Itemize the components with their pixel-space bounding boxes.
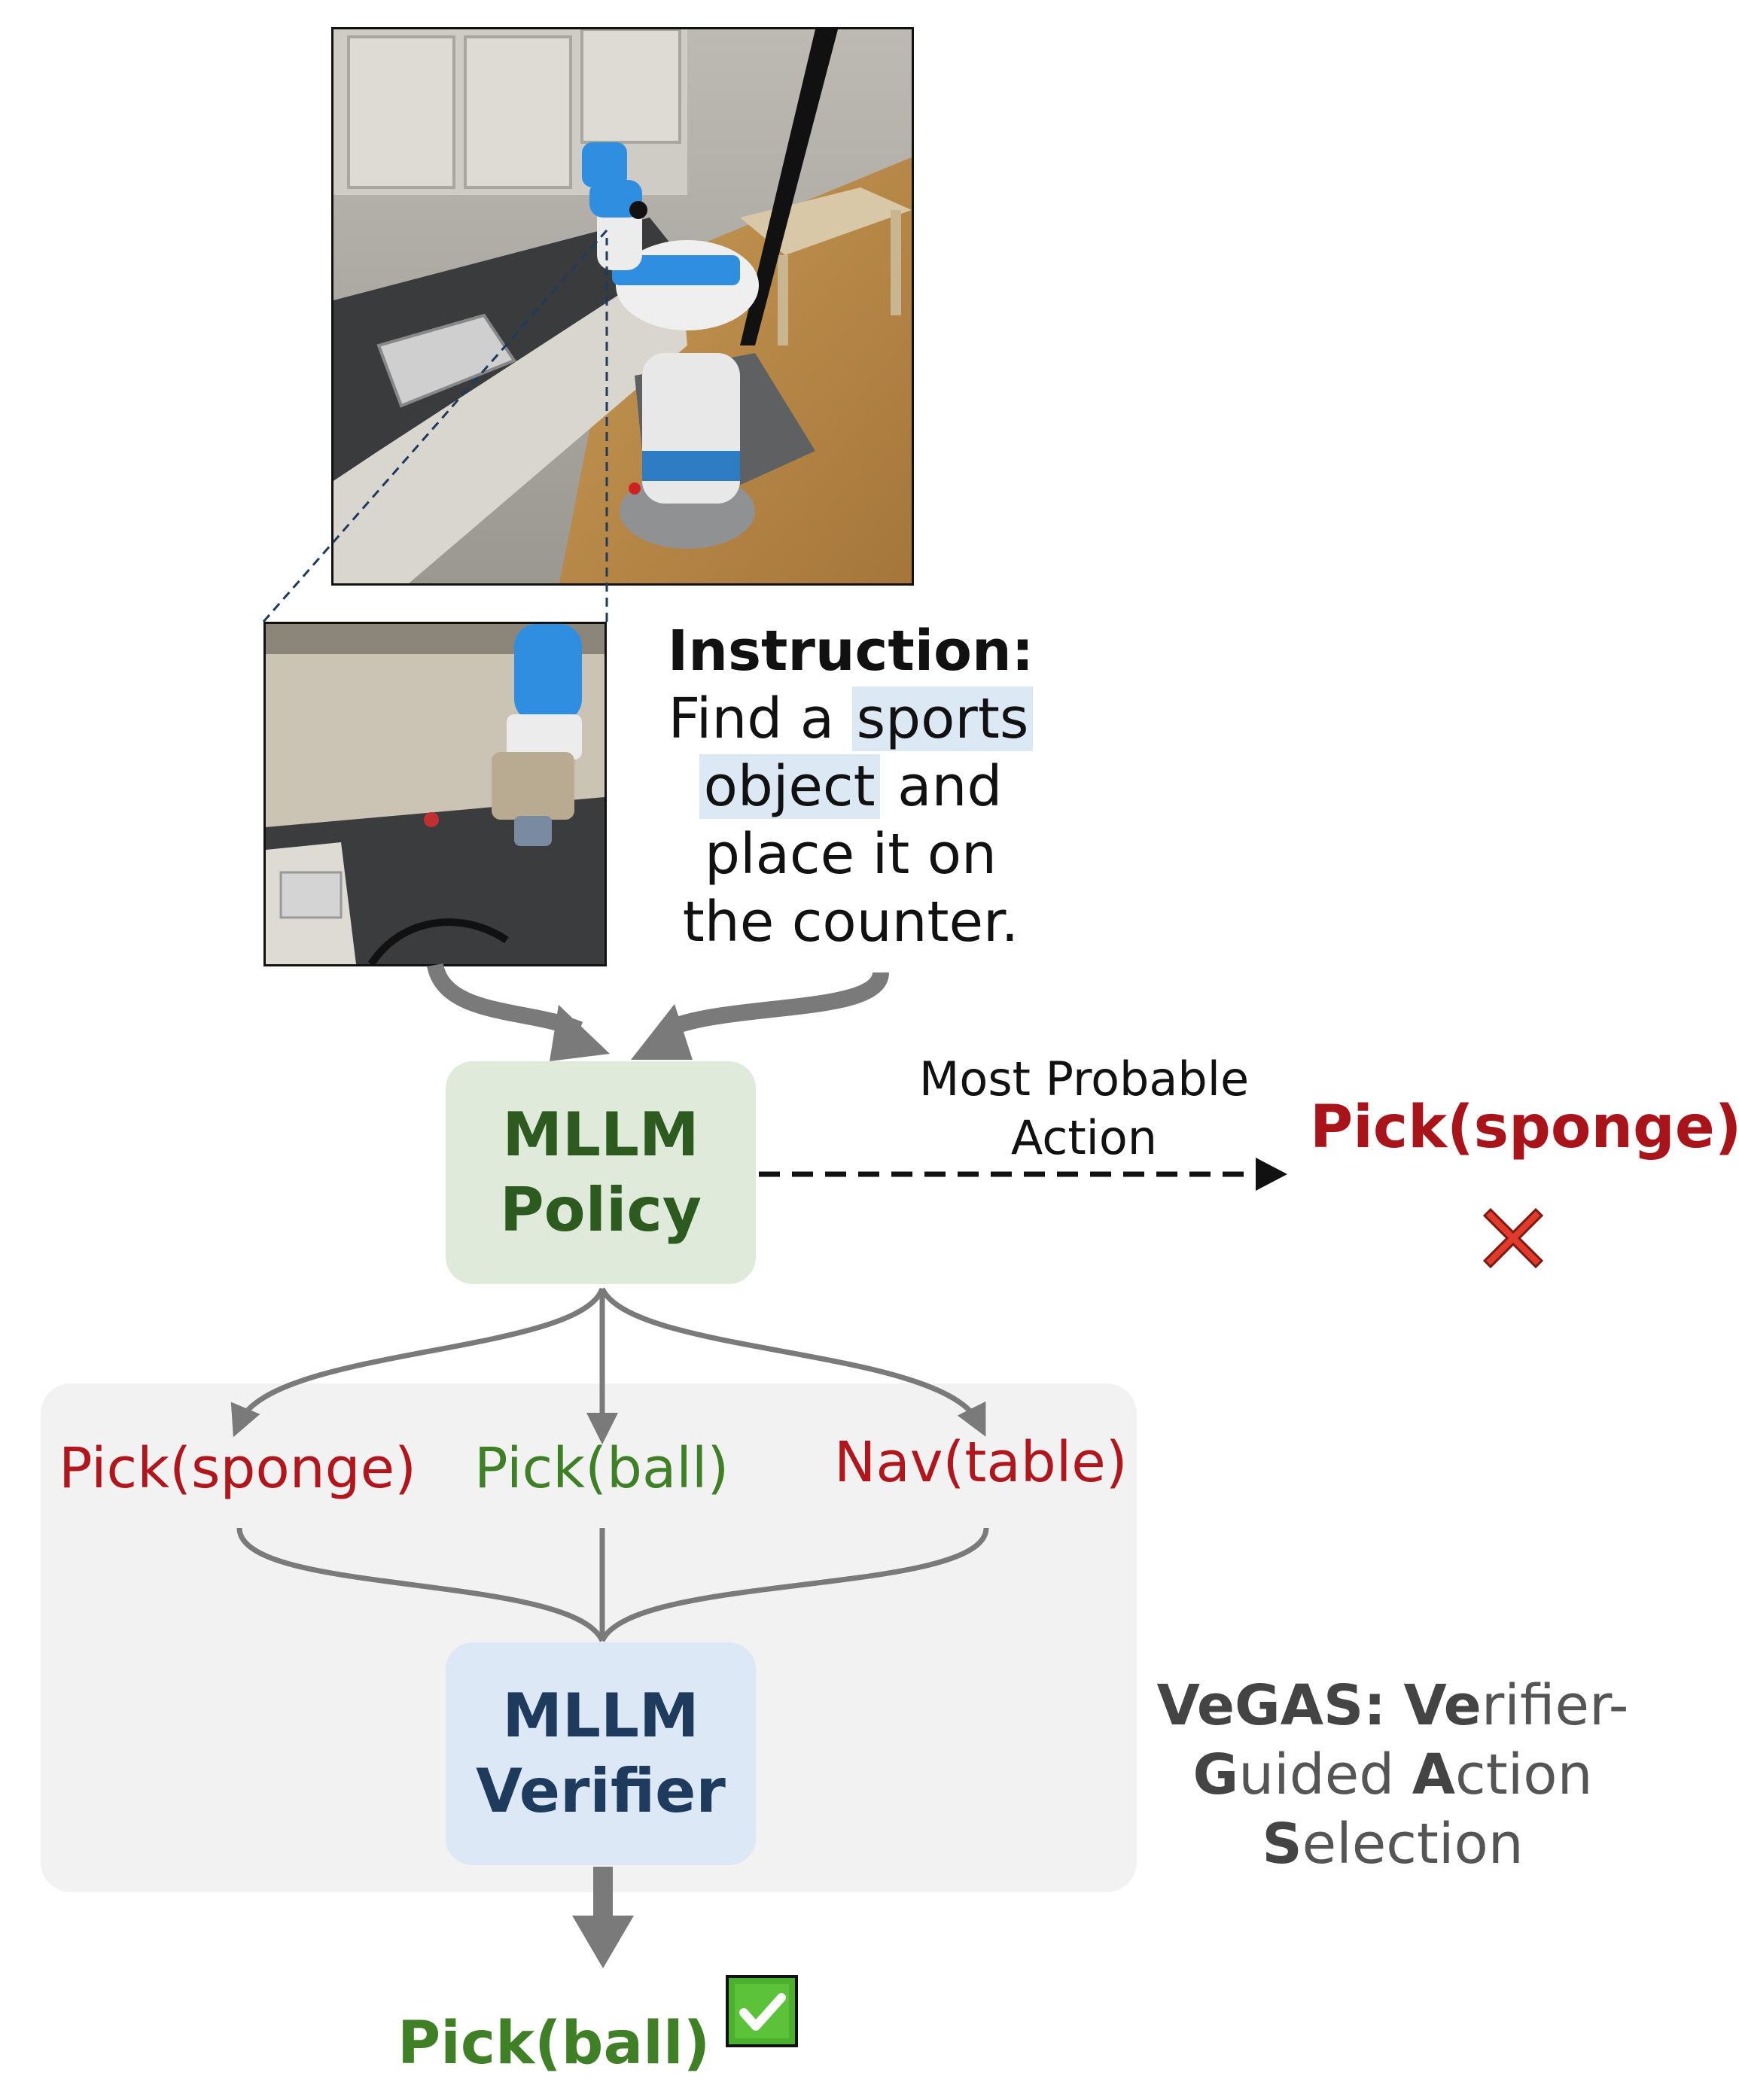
instruction-line-2: object and [632, 753, 1069, 820]
mllm-verifier-box: MLLM Verifier [446, 1642, 756, 1865]
instruction-header: Instruction: [667, 619, 1034, 683]
final-output-label: Pick(ball) [397, 2010, 711, 2077]
scene-illustration [333, 29, 912, 583]
gripper-camera-image [263, 622, 607, 966]
vegas-caption: VeGAS: Verifier- Guided Action Selection [1156, 1673, 1629, 1876]
image-arrowhead [550, 1005, 610, 1061]
correct-check-icon [726, 1975, 798, 2047]
highlight-object: object [699, 754, 880, 819]
policy-to-candidate-1 [230, 1287, 605, 1438]
candidate-pick-ball: Pick(ball) [474, 1436, 729, 1501]
instruction-line-1: Find a sports [632, 685, 1069, 753]
verifier-to-output-arrowhead [572, 1916, 634, 1968]
instruction-to-policy-arrow [659, 970, 889, 1039]
instruction-line-3: place it on [705, 822, 997, 887]
zoom-guide-left [262, 230, 608, 622]
most-probable-arrowhead [1256, 1158, 1287, 1191]
highlight-sports: sports [851, 686, 1034, 751]
wrong-x-icon [1482, 1207, 1544, 1269]
verifier-to-output-shaft [593, 1867, 613, 1919]
gripper-illustration [266, 624, 605, 964]
instruction-arrowhead [631, 1004, 693, 1060]
mllm-policy-box: MLLM Policy [446, 1061, 756, 1284]
candidate-pick-sponge: Pick(sponge) [59, 1436, 417, 1501]
instruction-text: Instruction: Find a sports object and pl… [632, 617, 1069, 956]
policy-output-label: Pick(sponge) [1310, 1094, 1739, 1161]
most-probable-label: Most Probable Action [918, 1052, 1250, 1165]
scene-image [331, 27, 914, 586]
policy-to-candidate-3 [599, 1287, 986, 1437]
instruction-line-4: the counter. [682, 890, 1019, 954]
candidate-3-to-verifier [599, 1527, 989, 1642]
candidate-nav-table: Nav(table) [834, 1430, 1128, 1495]
candidate-1-to-verifier [236, 1527, 605, 1642]
